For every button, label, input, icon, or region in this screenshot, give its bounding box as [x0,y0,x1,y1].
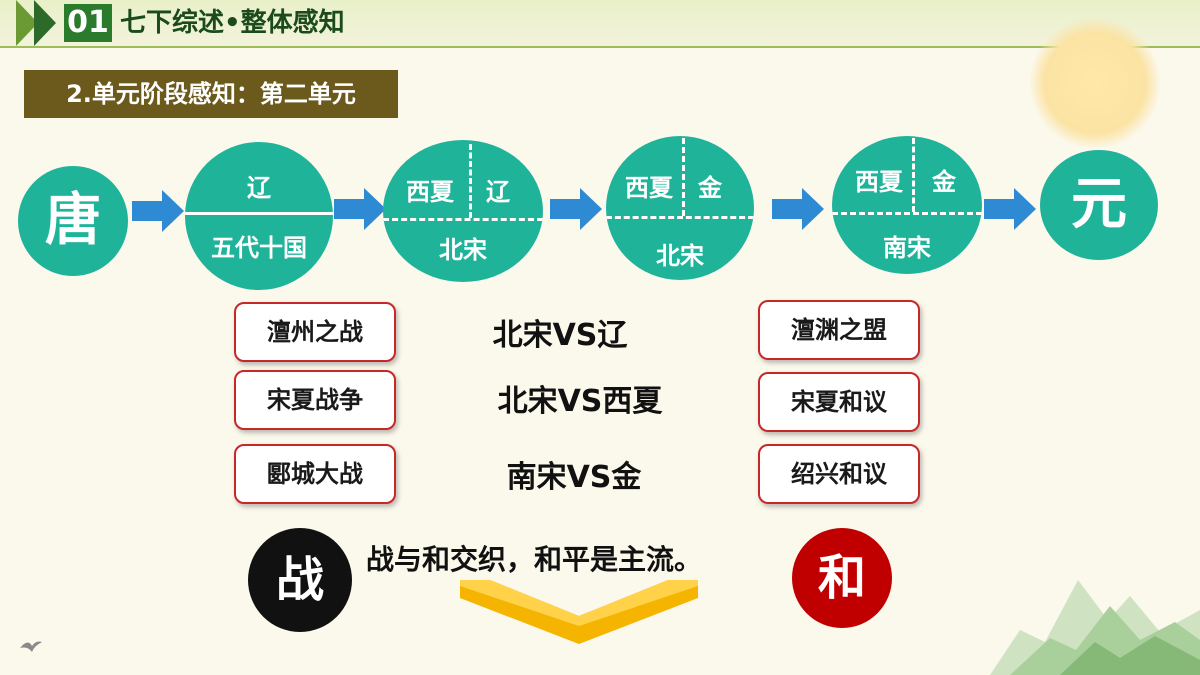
divider-line [682,138,685,216]
divider-line [832,212,982,215]
section-subtitle: 2.单元阶段感知：第二单元 [24,70,398,118]
dynasty-circle-northern-song-jin: 西夏 金 北宋 [606,136,754,280]
cell-top: 辽 [247,174,271,202]
dynasty-circle-yuan: 元 [1040,150,1158,260]
dynasty-circle-southern-song-jin: 西夏 金 南宋 [832,136,982,274]
versus-label: 北宋VS西夏 [497,384,663,419]
divider-line [912,138,915,212]
divider-line [383,218,543,221]
arrow-right-icon [334,188,386,230]
mountain-decoration [990,580,1200,675]
treaty-event-box: 宋夏和议 [758,372,920,432]
arrow-right-icon [132,190,184,232]
header-underline [0,46,1200,48]
arrow-right-icon [772,188,824,230]
treaty-event-box: 绍兴和议 [758,444,920,504]
cell-top-right: 金 [698,174,722,202]
arrow-right-icon [984,188,1036,230]
war-event-box: 宋夏战争 [234,370,396,430]
war-event-box: 郾城大战 [234,444,396,504]
dynasty-label: 元 [1071,172,1127,237]
cell-top-right: 金 [932,168,956,196]
cell-top-left: 西夏 [406,178,454,206]
cell-bottom: 北宋 [439,236,487,264]
chevron-icon [34,0,56,46]
cell-top-left: 西夏 [855,168,903,196]
war-circle: 战 [248,528,352,632]
dynasty-circle-northern-song-liao: 西夏 辽 北宋 [383,140,543,282]
divider-line [606,216,754,219]
cell-bottom: 五代十国 [211,234,307,262]
cell-top-right: 辽 [486,178,510,206]
versus-label: 北宋VS辽 [492,318,628,353]
conclusion-text: 战与和交织，和平是主流。 [366,543,703,576]
bird-icon [20,641,42,652]
cell-bottom: 北宋 [656,242,704,270]
treaty-event-box: 澶渊之盟 [758,300,920,360]
sun-decoration [1030,18,1160,148]
dynasty-circle-liao-wudai: 辽 五代十国 [185,142,333,290]
cell-bottom: 南宋 [883,234,931,262]
cell-top-left: 西夏 [625,174,673,202]
versus-label: 南宋VS金 [506,460,642,495]
arrow-right-icon [550,188,602,230]
war-event-box: 澶州之战 [234,302,396,362]
dynasty-label: 唐 [45,188,101,253]
header-band [0,0,1200,46]
divider-line [469,144,472,218]
section-number: 01 [64,4,112,42]
peace-circle: 和 [792,528,892,628]
divider-line [185,212,333,215]
chevron-down-icon [460,580,698,644]
dynasty-circle-tang: 唐 [18,166,128,276]
chevron-icon [16,0,38,46]
page-title: 七下综述•整体感知 [120,8,345,38]
